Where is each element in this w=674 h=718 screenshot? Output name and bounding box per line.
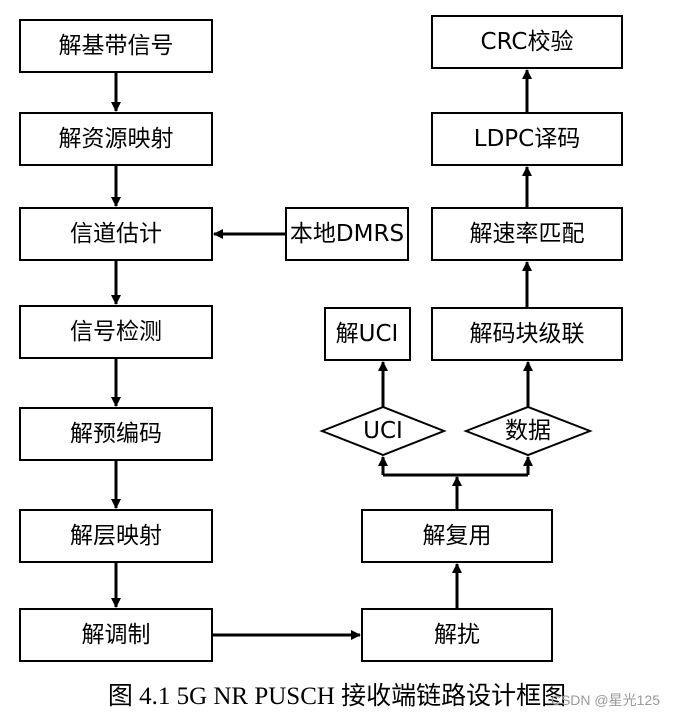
node-code-block-concat: 解码块级联 (431, 307, 623, 361)
node-uci-branch-label: UCI (363, 418, 403, 444)
node-local-dmrs-label: 本地DMRS (290, 221, 404, 247)
watermark: CSDN @星光125 (550, 692, 660, 708)
node-crc-check-label: CRC校验 (481, 29, 574, 55)
node-deprecoding-label: 解预编码 (70, 421, 162, 447)
node-signal-detection: 信号检测 (19, 305, 213, 359)
node-descrambling-label: 解扰 (434, 622, 480, 648)
node-data-branch-label: 数据 (505, 418, 551, 444)
node-rate-dematching-label: 解速率匹配 (470, 221, 585, 247)
node-demod-baseband-label: 解基带信号 (59, 33, 174, 59)
node-uci-branch: UCI (319, 405, 447, 457)
node-uci-decode-label: 解UCI (336, 321, 399, 347)
node-demultiplexing-label: 解复用 (423, 523, 492, 549)
node-local-dmrs: 本地DMRS (285, 207, 409, 261)
node-demap-resource: 解资源映射 (19, 112, 213, 166)
node-signal-detection-label: 信号检测 (70, 319, 162, 345)
node-demod-baseband: 解基带信号 (19, 19, 213, 73)
node-channel-estimation-label: 信道估计 (70, 221, 162, 247)
node-demap-resource-label: 解资源映射 (59, 126, 174, 152)
node-ldpc-decode: LDPC译码 (431, 112, 623, 166)
node-deprecoding: 解预编码 (19, 407, 213, 461)
node-ldpc-decode-label: LDPC译码 (474, 126, 580, 152)
node-descrambling: 解扰 (361, 608, 553, 662)
node-crc-check: CRC校验 (431, 15, 623, 69)
figure-caption: 图 4.1 5G NR PUSCH 接收端链路设计框图 (107, 683, 567, 710)
flow-diagram: 解基带信号 解资源映射 信道估计 信号检测 解预编码 解层映射 解调制 本地DM… (19, 15, 623, 662)
node-uci-decode: 解UCI (324, 307, 411, 361)
node-layer-demapping-label: 解层映射 (70, 523, 162, 549)
node-channel-estimation: 信道估计 (19, 207, 213, 261)
node-code-block-concat-label: 解码块级联 (470, 321, 585, 347)
node-demodulation-label: 解调制 (82, 622, 151, 648)
node-demodulation: 解调制 (19, 608, 213, 662)
node-rate-dematching: 解速率匹配 (431, 207, 623, 261)
node-data-branch: 数据 (463, 405, 593, 457)
node-demultiplexing: 解复用 (361, 509, 553, 563)
node-layer-demapping: 解层映射 (19, 509, 213, 563)
